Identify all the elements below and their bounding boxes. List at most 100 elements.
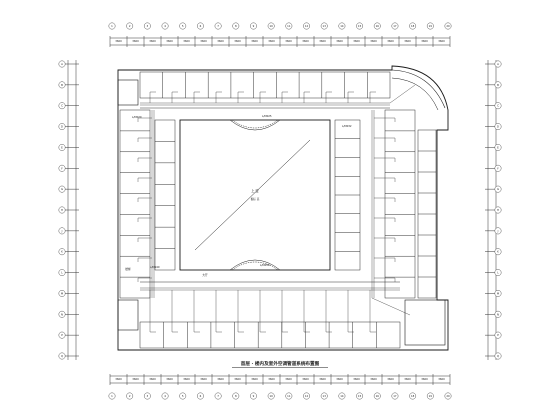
- dimension-text: 3600: [200, 39, 207, 43]
- axis-bubble-label: H: [61, 208, 63, 212]
- axis-bubble-label: 1: [111, 24, 113, 28]
- axis-bubble: [58, 290, 66, 297]
- axis-bubble-label: 19: [429, 24, 433, 28]
- dimension-text: 3600: [115, 39, 122, 43]
- dimension-text: 3600: [268, 377, 275, 381]
- dimension-text: 3600: [319, 377, 326, 381]
- axis-bubble-label: L: [497, 271, 499, 275]
- axis-bubble: [338, 22, 346, 30]
- pipe-tag: L/DN50: [260, 263, 270, 267]
- dimension-text: 3600: [251, 377, 258, 381]
- axis-bubble-label: 13: [323, 394, 327, 398]
- axis-bubble: [58, 310, 66, 318]
- dimension-text: 3600: [285, 377, 292, 381]
- axis-bubble-label: 12: [305, 24, 309, 28]
- pipe-branch: [374, 157, 396, 162]
- axis-bubble: [426, 392, 434, 400]
- axis-bubble: [179, 392, 187, 400]
- axis-bubble-label: 7: [217, 24, 219, 28]
- axis-bubble-label: C: [497, 104, 499, 108]
- axis-bubble-label: N: [61, 312, 63, 316]
- pipe-branch: [137, 277, 152, 282]
- axis-bubble-label: 8: [235, 394, 237, 398]
- pipe-branch: [374, 117, 396, 122]
- axis-bubble: [161, 392, 169, 400]
- axis-bubble-label: J: [61, 229, 63, 233]
- courtyard-label: 上 空: [251, 188, 258, 193]
- pipe-branch: [137, 197, 152, 202]
- dimension-text: 3600: [115, 377, 122, 381]
- pipe-branch: [259, 290, 266, 333]
- axis-bubble: [444, 22, 452, 30]
- axis-bubble: [58, 81, 66, 89]
- axis-bubble-label: 17: [393, 24, 397, 28]
- pipe-branch: [215, 290, 222, 333]
- axis-bubble-label: 6: [200, 24, 202, 28]
- axis-bubble: [58, 185, 66, 193]
- axis-bubble-label: E: [61, 145, 63, 149]
- axis-bubble-label: 6: [200, 394, 202, 398]
- axis-bubble-label: L: [61, 271, 63, 275]
- axis-bubble: [373, 392, 381, 400]
- pipe-tag: L/DN25: [262, 114, 272, 118]
- axis-bubble-label: 15: [358, 24, 362, 28]
- axis-bubble: [143, 22, 151, 30]
- dimension-text: 3600: [234, 39, 241, 43]
- stair-left-bottom: [117, 299, 139, 331]
- axis-bubble-label: 9: [253, 24, 255, 28]
- axis-bubble-label: 18: [411, 24, 415, 28]
- axis-bubble: [409, 22, 417, 30]
- axis-bubble: [58, 60, 66, 68]
- room-band: [384, 109, 416, 299]
- dimension-text: 3600: [302, 39, 309, 43]
- axis-bubble: [494, 248, 502, 256]
- stair-curved: [391, 69, 446, 109]
- axis-bubble: [303, 392, 310, 400]
- axis-bubble-label: K: [61, 250, 63, 254]
- axis-bubble-label: G: [497, 187, 499, 191]
- axis-bubble-label: D: [61, 125, 63, 129]
- dimension-text: 3600: [200, 377, 207, 381]
- building-outline: [117, 65, 449, 351]
- room-band: [119, 109, 151, 299]
- axis-bubble: [161, 22, 169, 30]
- dimension-text: 3600: [217, 377, 224, 381]
- axis-bubble: [214, 22, 222, 30]
- pipe-branch: [259, 91, 266, 103]
- axis-bubble-label: Q: [497, 354, 499, 358]
- axis-bubble: [58, 248, 66, 256]
- axis-bubble: [494, 164, 502, 172]
- axis-bubble-label: 9: [253, 394, 255, 398]
- dimension-text: 3600: [353, 39, 360, 43]
- axis-bubble: [494, 227, 502, 235]
- pipe-branch: [137, 177, 152, 182]
- pipe-branch: [369, 91, 376, 103]
- axis-bubble: [391, 22, 399, 30]
- courtyard-void: [179, 119, 331, 271]
- dimension-lines: 3600 3600 3600 3600 3600 3600 3600 3600 3600 3600…: [65, 36, 499, 385]
- axis-bubble: [143, 392, 151, 400]
- dimension-text: 3600: [319, 39, 326, 43]
- dimension-text: 3600: [370, 377, 377, 381]
- axis-bubble-label: A: [61, 62, 63, 66]
- axis-bubble-label: 1: [111, 394, 113, 398]
- axis-bubble: [108, 22, 116, 30]
- dimension-text: 3600: [370, 39, 377, 43]
- dimension-text: 3600: [421, 39, 428, 43]
- axis-bubble: [250, 22, 257, 30]
- axis-bubble-label: 8: [235, 24, 237, 28]
- pipe-branch: [281, 91, 288, 103]
- axis-bubble: [250, 392, 257, 400]
- dimension-text: 3600: [132, 39, 139, 43]
- axis-bubble: [494, 331, 502, 339]
- pipe-branch: [149, 91, 156, 103]
- axis-bubble: [126, 22, 134, 30]
- pipe-branch: [137, 157, 152, 162]
- dimension-text: 3600: [387, 377, 394, 381]
- axis-bubble-label: D: [497, 125, 499, 129]
- axis-bubble: [494, 352, 502, 360]
- axis-bubble-label: 16: [376, 24, 380, 28]
- axis-bubble: [494, 144, 502, 151]
- room-partitions: [119, 71, 437, 349]
